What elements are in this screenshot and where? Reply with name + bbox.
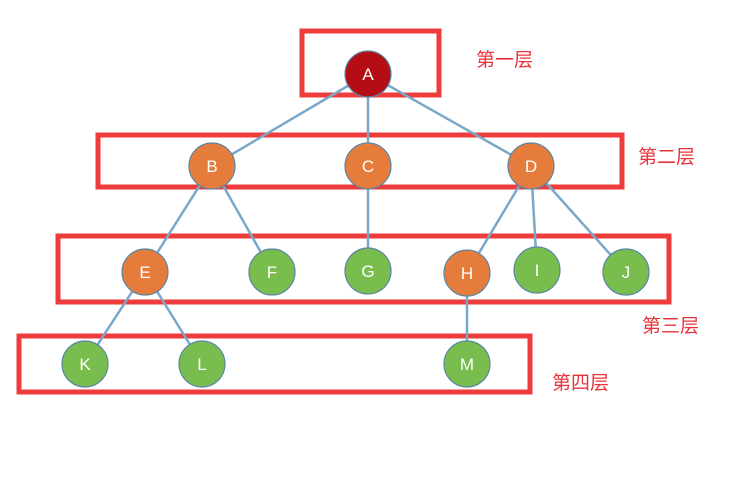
node-circle-c	[344, 142, 392, 190]
level-label-3: 第三层	[642, 315, 699, 337]
tree-node-d: D	[507, 142, 555, 190]
node-circle-f	[248, 248, 296, 296]
level-label-2: 第二层	[638, 146, 695, 168]
node-label-c: C	[362, 157, 374, 176]
tree-node-m: M	[443, 340, 491, 388]
tree-node-i: I	[513, 246, 561, 294]
edge-d-j	[530, 165, 627, 273]
node-label-h: H	[461, 264, 473, 283]
node-circle-j	[602, 248, 650, 296]
node-circle-d	[507, 142, 555, 190]
level-label-1: 第一层	[476, 49, 533, 71]
edge-a-b	[211, 72, 369, 168]
tree-nodes: A B C D E F G H I J K L M	[61, 50, 650, 388]
node-label-i: I	[535, 261, 540, 280]
edge-a-d	[367, 72, 532, 168]
node-circle-l	[178, 340, 226, 388]
node-circle-b	[188, 142, 236, 190]
tree-node-j: J	[602, 248, 650, 296]
node-circle-h	[443, 249, 491, 297]
tree-node-c: C	[344, 142, 392, 190]
tree-node-k: K	[61, 340, 109, 388]
node-label-d: D	[525, 157, 537, 176]
node-label-a: A	[362, 65, 374, 84]
tree-node-h: H	[443, 249, 491, 297]
tree-node-b: B	[188, 142, 236, 190]
node-circle-a	[344, 50, 392, 98]
node-circle-g	[344, 247, 392, 295]
node-circle-i	[513, 246, 561, 294]
tree-node-e: E	[121, 248, 169, 296]
tree-node-g: G	[344, 247, 392, 295]
level-frame-3	[55, 233, 672, 305]
node-label-m: M	[460, 355, 474, 374]
node-label-l: L	[197, 355, 206, 374]
level-label-4: 第四层	[552, 372, 609, 394]
node-label-j: J	[622, 263, 631, 282]
tree-node-f: F	[248, 248, 296, 296]
level-labels: 第一层 第二层 第三层 第四层	[476, 49, 699, 394]
level-frame-4	[16, 333, 533, 395]
node-label-b: B	[206, 157, 217, 176]
tree-edges	[83, 72, 627, 365]
node-circle-k	[61, 340, 109, 388]
tree-node-a: A	[344, 50, 392, 98]
node-label-e: E	[139, 263, 150, 282]
tree-node-l: L	[178, 340, 226, 388]
node-circle-e	[121, 248, 169, 296]
node-label-g: G	[361, 262, 374, 281]
node-label-k: K	[79, 355, 91, 374]
node-label-f: F	[267, 263, 277, 282]
node-circle-m	[443, 340, 491, 388]
